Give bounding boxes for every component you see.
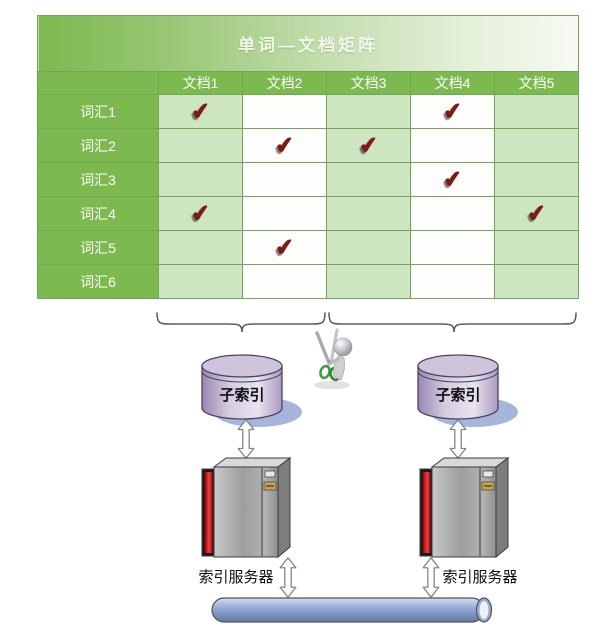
- row-label-cell: 词汇4: [37, 196, 159, 231]
- matrix-cell: ✔: [326, 128, 411, 163]
- left-server-label: 索引服务器: [198, 569, 274, 586]
- matrix-cell: [410, 264, 495, 299]
- matrix-title: 单词—文档矩阵: [37, 15, 579, 72]
- doc-header-cell: 文档2: [242, 71, 327, 95]
- matrix-cell: ✔: [410, 94, 495, 129]
- matrix-row: 词汇5✔: [37, 230, 579, 265]
- matrix-cell: [326, 94, 411, 129]
- right-server-label: 索引服务器: [442, 569, 518, 586]
- row-label-cell: 词汇5: [37, 230, 159, 265]
- matrix-row: 词汇1✔✔: [37, 94, 579, 129]
- matrix-cell: [494, 94, 579, 129]
- matrix-cell: ✔: [158, 94, 243, 129]
- matrix-cell: [158, 162, 243, 197]
- matrix-cell: [410, 196, 495, 231]
- underbraces-overlay: [156, 312, 577, 333]
- matrix-cell: [242, 94, 327, 129]
- right-cylinder-server-arrow-icon: [449, 419, 467, 459]
- left-underbrace-icon: [156, 312, 326, 333]
- matrix-cell: [494, 230, 579, 265]
- matrix-cell: ✔: [410, 162, 495, 197]
- matrix-cell: [326, 196, 411, 231]
- matrix-cell: [242, 162, 327, 197]
- right-underbrace-icon: [328, 312, 577, 333]
- matrix-cell: [326, 230, 411, 265]
- left-subindex-label: 子索引: [219, 386, 264, 404]
- matrix-cell: [494, 264, 579, 299]
- left-subindex-cylinder-icon: 子索引: [201, 354, 302, 427]
- left-cylinder-server-arrow-icon: [237, 419, 255, 459]
- right-index-server-icon: [419, 457, 510, 559]
- network-pipe-icon: [211, 597, 493, 623]
- matrix-cell: [326, 264, 411, 299]
- matrix-cell: [242, 196, 327, 231]
- matrix-row: 词汇4✔✔: [37, 196, 579, 231]
- row-label-cell: 词汇1: [37, 94, 159, 129]
- doc-header-cell: 文档5: [494, 71, 579, 95]
- right-server-pipe-arrow-icon: [422, 557, 440, 598]
- doc-header-cell: 文档4: [410, 71, 495, 95]
- matrix-cell: [158, 230, 243, 265]
- matrix-row: 词汇6: [37, 264, 579, 299]
- left-index-server-icon: [201, 457, 292, 559]
- right-subindex-label: 子索引: [435, 386, 480, 404]
- matrix-cell: [410, 230, 495, 265]
- doc-header-cell: 文档3: [326, 71, 411, 95]
- matrix-cell: [326, 162, 411, 197]
- matrix-cell: [158, 264, 243, 299]
- right-subindex-cylinder-icon: 子索引: [417, 354, 518, 427]
- matrix-cell: [158, 128, 243, 163]
- matrix-cell: [242, 264, 327, 299]
- row-label-cell: 词汇6: [37, 264, 159, 299]
- left-server-pipe-arrow-icon: [279, 557, 297, 598]
- matrix-cell: [494, 162, 579, 197]
- matrix-cell: ✔: [158, 196, 243, 231]
- matrix-cell: [494, 128, 579, 163]
- scissors-figure-icon: [314, 328, 353, 389]
